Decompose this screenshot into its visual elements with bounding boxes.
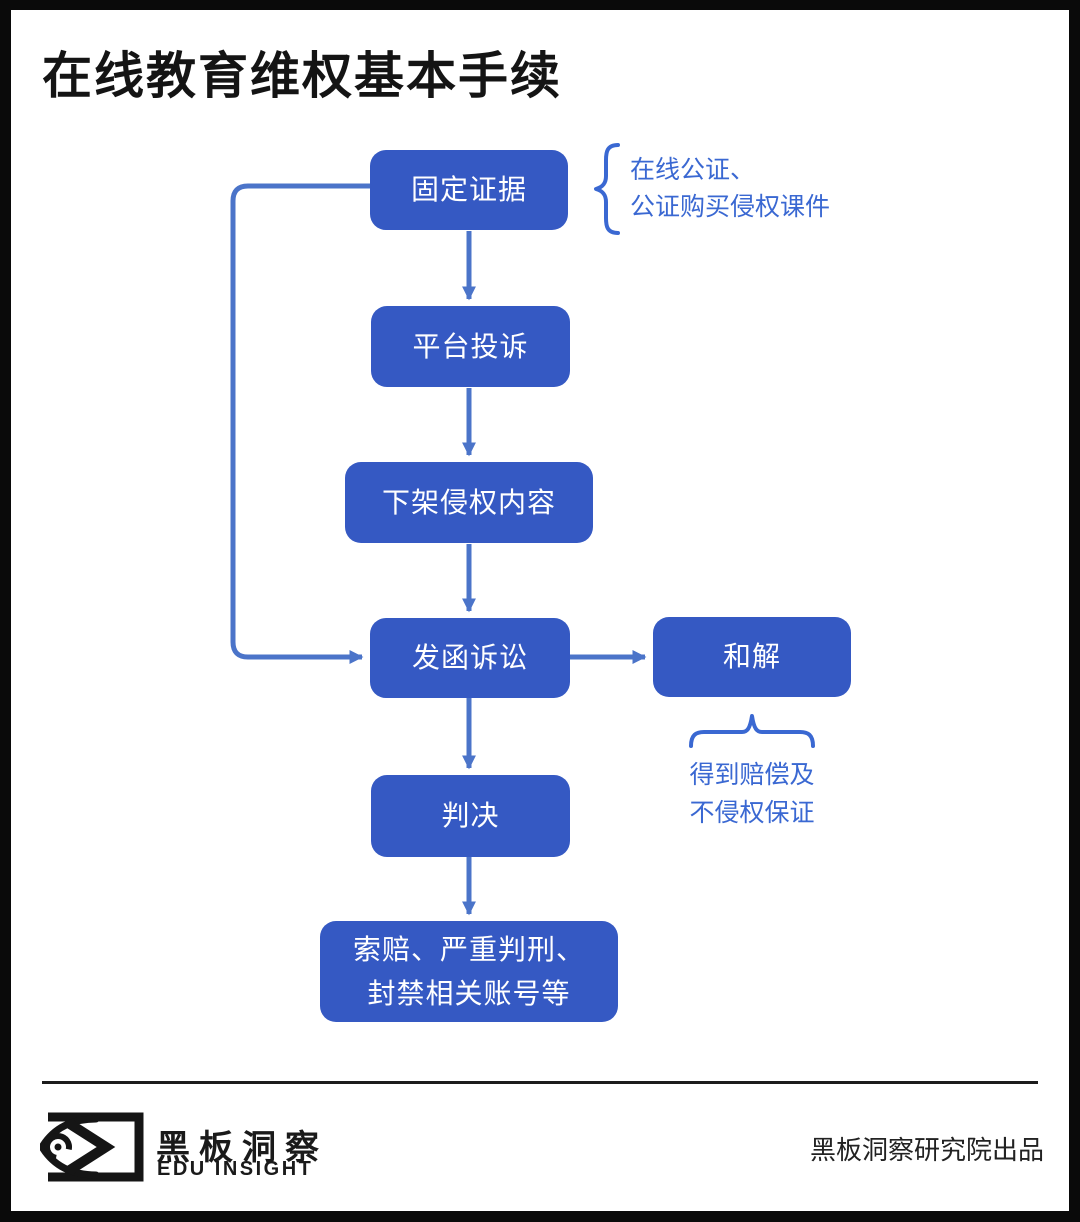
footer-logo-text-cn: 黑板洞察 [156,1129,328,1167]
flow-node-complaint-label: 平台投诉 [412,330,529,362]
edu-insight-eye-logo-icon [40,1112,144,1182]
annotation-settlement-note-line2: 不侵权保证 [689,799,815,827]
footer-logo-text-en: EDU INSIGHT [157,1158,314,1180]
frame-border-bottom [0,1211,1080,1222]
flow-node-takedown: 下架侵权内容 [345,462,593,543]
flow-node-evidence: 固定证据 [370,150,568,230]
flow-node-takedown-label: 下架侵权内容 [381,486,556,518]
annotation-evidence-note: 在线公证、 公证购买侵权课件 [630,152,830,226]
footer-credit-text: 黑板洞察研究院出品 [810,1135,1045,1165]
arrow-evidence-loop-to-lawsuit [230,183,370,664]
flow-node-penalty-label-line2: 封禁相关账号等 [367,977,571,1009]
flow-node-settlement: 和解 [653,617,851,697]
frame-border-right [1069,0,1080,1222]
flow-node-judgment: 判决 [371,775,570,857]
annotation-evidence-note-line1: 在线公证、 [630,156,756,184]
footer-separator-line [42,1081,1038,1084]
frame-border-top [0,0,1080,10]
annotation-settlement-note: 得到赔偿及 不侵权保证 [686,756,818,832]
flow-node-penalty-label-line1: 索赔、严重判刑、 [352,933,585,965]
curly-brace-up-icon [689,714,815,748]
annotation-settlement-note-line1: 得到赔偿及 [689,761,815,789]
page-title: 在线教育维权基本手续 [42,48,562,104]
annotation-evidence-note-line2: 公证购买侵权课件 [630,193,831,221]
flow-node-lawsuit: 发函诉讼 [370,618,570,698]
flow-node-complaint: 平台投诉 [371,306,570,387]
flow-node-lawsuit-label: 发函诉讼 [411,642,528,673]
frame-border-left [0,0,11,1222]
flow-node-penalty: 索赔、严重判刑、 封禁相关账号等 [320,921,618,1022]
flow-node-settlement-label: 和解 [722,641,781,672]
flow-node-judgment-label: 判决 [441,800,500,831]
flow-node-evidence-label: 固定证据 [410,174,527,205]
curly-brace-left-icon [594,143,620,235]
